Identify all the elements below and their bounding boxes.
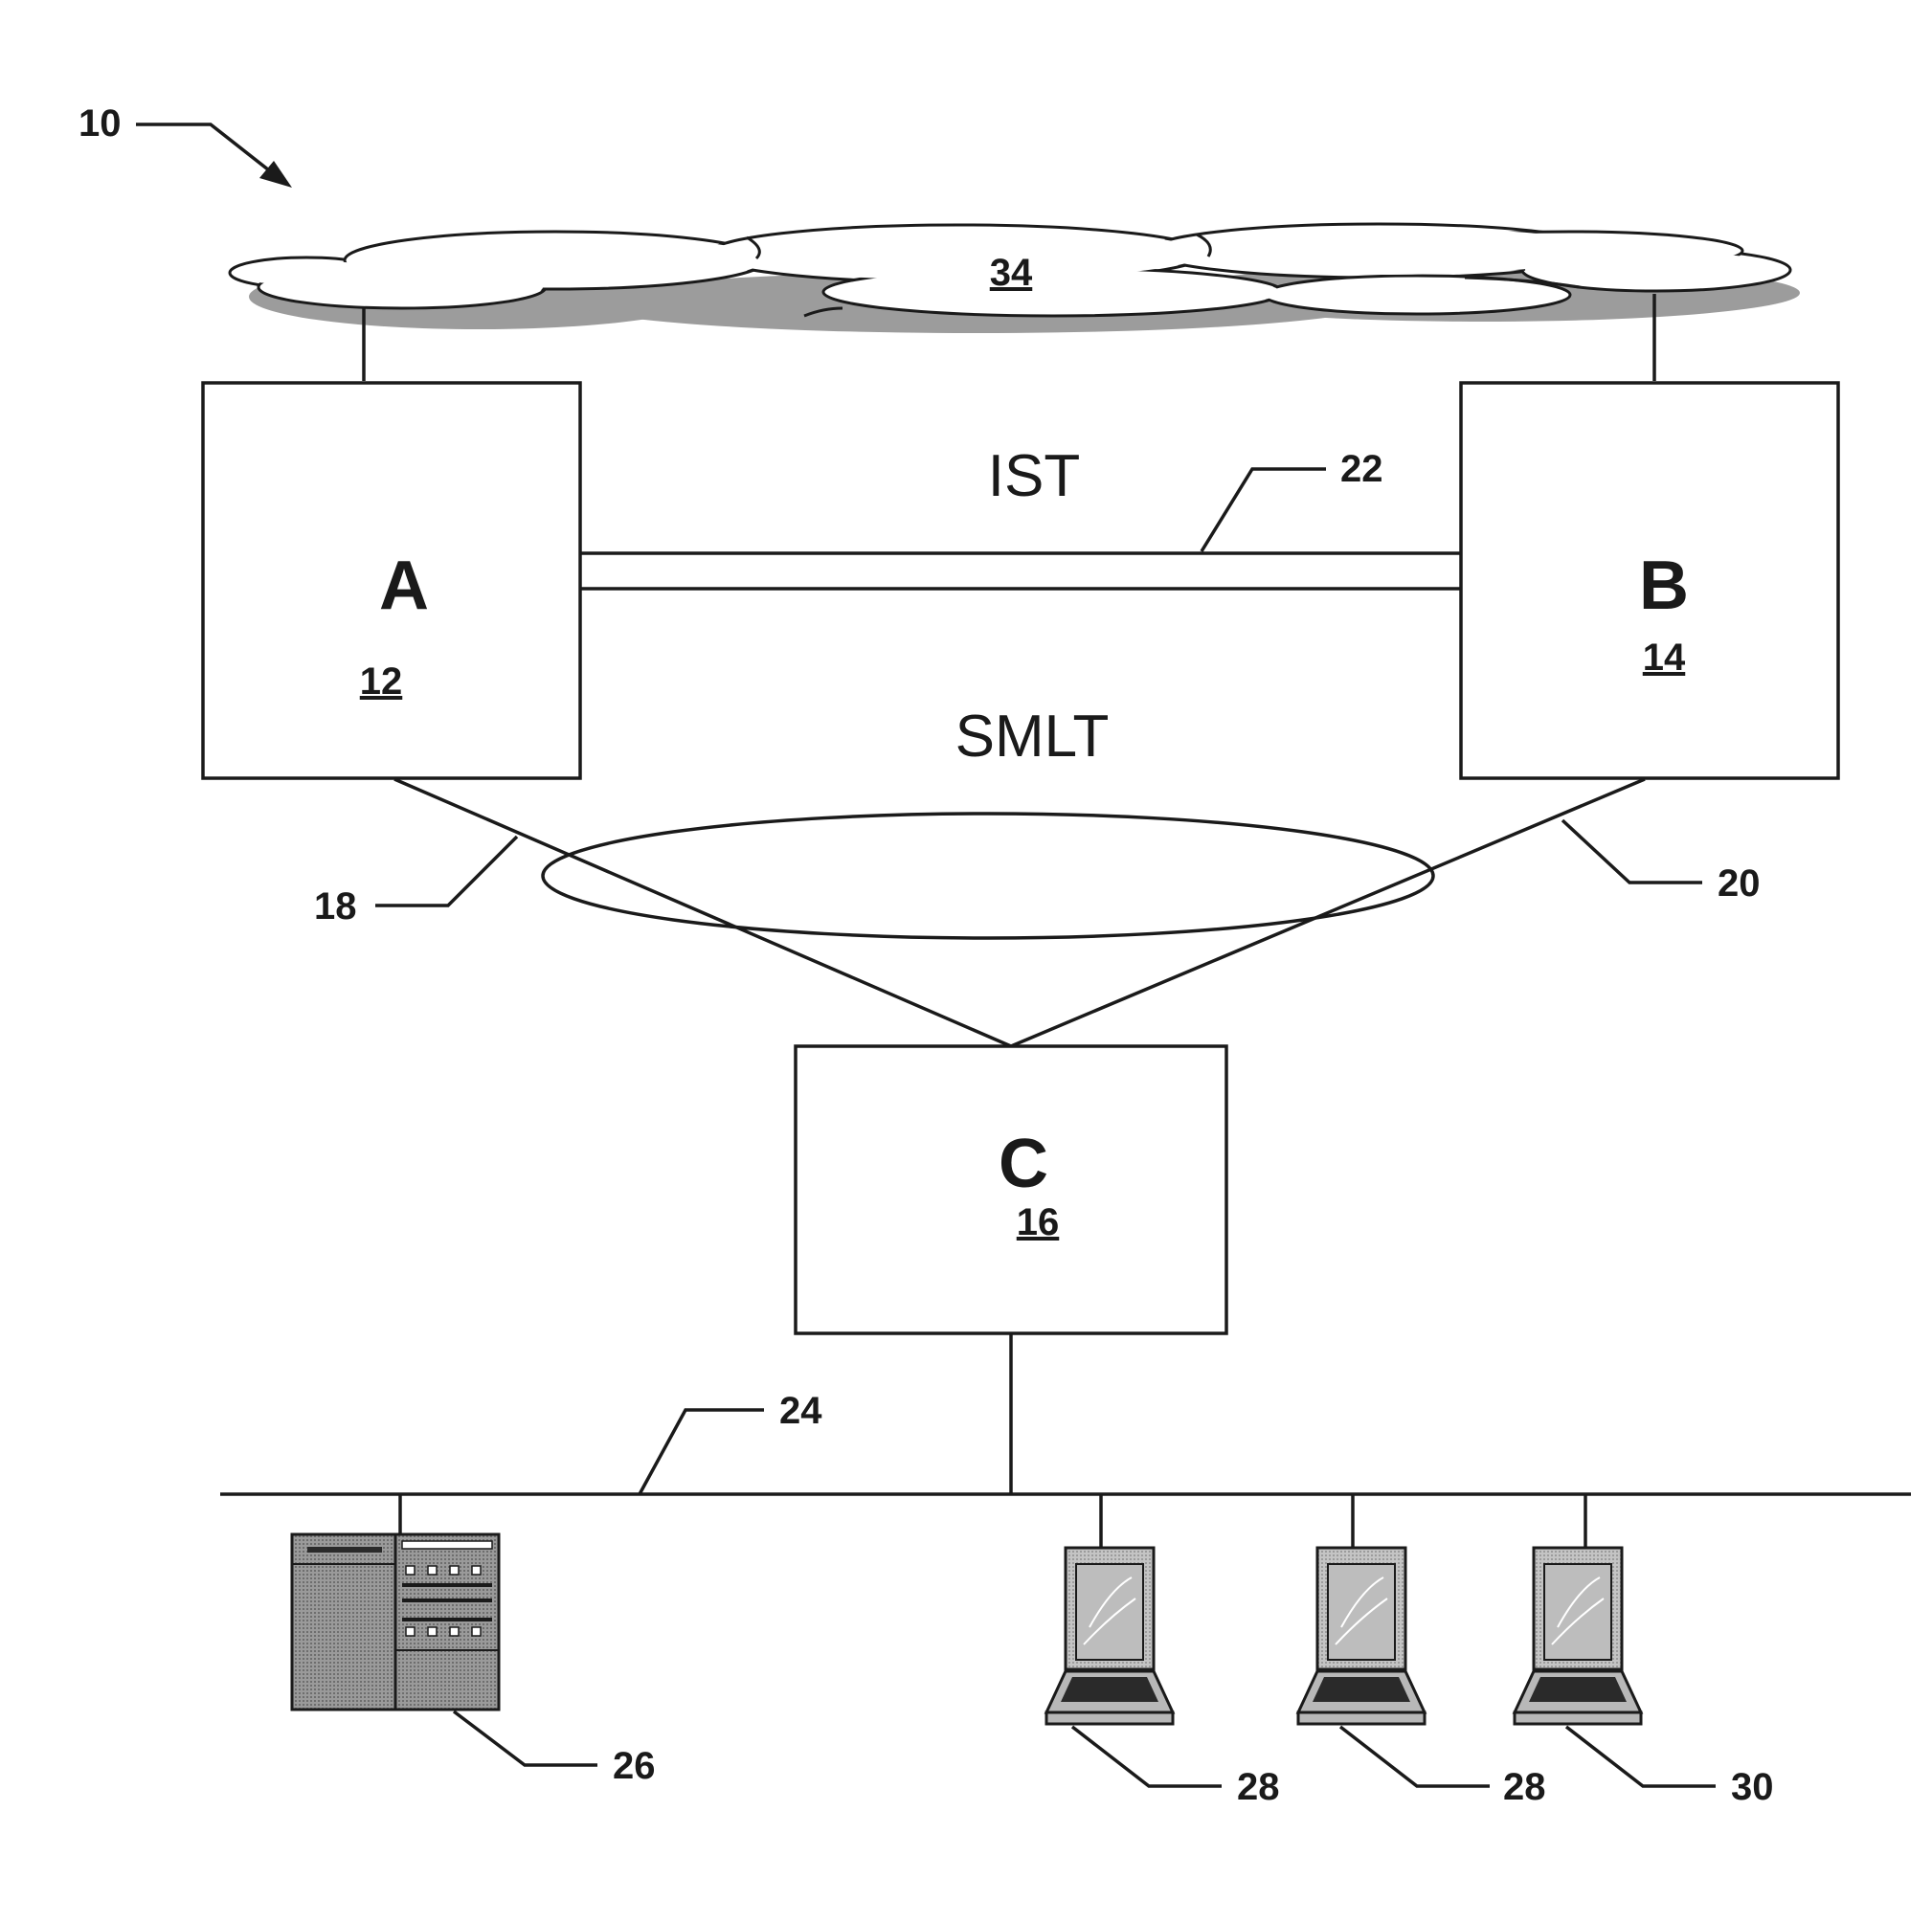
link-b-c-ref-leader (1562, 820, 1702, 883)
lan-ref-label: 24 (779, 1390, 822, 1432)
laptop-2-ref-label: 28 (1503, 1766, 1546, 1808)
figure-reference: 10 (79, 102, 292, 188)
node-c-letter: C (999, 1126, 1048, 1202)
laptop-icon (1046, 1548, 1173, 1724)
node-a: A 12 (203, 383, 580, 778)
node-b-ref: 14 (1643, 637, 1686, 679)
laptop-3-ref-leader (1566, 1727, 1716, 1786)
link-a-c-ref-leader (375, 837, 517, 906)
node-a-ref: 12 (360, 660, 403, 703)
smlt-ellipse (543, 814, 1433, 938)
laptop-device-2: 28 (1298, 1494, 1546, 1808)
link-a-c-ref-label: 18 (314, 885, 357, 928)
laptop-3-ref-label: 30 (1731, 1766, 1774, 1808)
ist-link: IST 22 (580, 443, 1461, 589)
node-c-ref: 16 (1017, 1201, 1060, 1243)
ist-ref-label: 22 (1340, 448, 1383, 490)
lan-bus: 24 (220, 1390, 1911, 1494)
link-b-c-ref-label: 20 (1718, 862, 1761, 905)
link-a-c (394, 779, 1011, 1046)
figure-ref-label: 10 (79, 102, 122, 145)
laptop-1-ref-label: 28 (1237, 1766, 1280, 1808)
ist-ref-leader (1202, 469, 1326, 551)
server-icon (292, 1534, 499, 1710)
node-b-letter: B (1639, 548, 1689, 624)
server-ref-label: 26 (613, 1745, 656, 1787)
laptop-icon (1515, 1548, 1641, 1724)
lan-ref-leader (640, 1410, 764, 1494)
server-ref-leader (454, 1711, 597, 1765)
laptop-2-ref-leader (1340, 1727, 1490, 1786)
ist-label: IST (988, 443, 1080, 509)
laptop-1-ref-leader (1072, 1727, 1222, 1786)
laptop-device-1: 28 (1046, 1494, 1280, 1808)
laptop-icon (1298, 1548, 1425, 1724)
server-device: 26 (292, 1494, 656, 1787)
link-b-c (1011, 779, 1645, 1046)
network-cloud: 34 (230, 224, 1800, 333)
figure-ref-leader (136, 124, 278, 177)
node-b: B 14 (1461, 383, 1838, 778)
smlt-label: SMLT (955, 704, 1110, 770)
cloud-ref-label: 34 (990, 252, 1033, 294)
node-a-letter: A (379, 548, 429, 624)
laptop-device-3: 30 (1515, 1494, 1774, 1808)
node-c: C 16 (796, 1046, 1226, 1333)
